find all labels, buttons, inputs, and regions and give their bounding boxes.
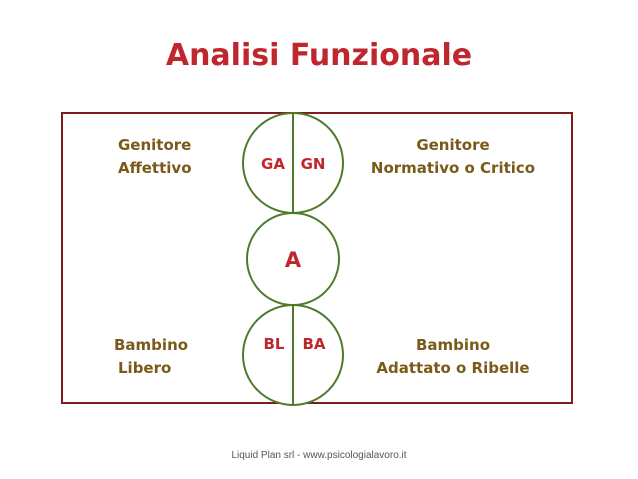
node-bl: BL [264, 335, 285, 353]
node-gn: GN [301, 155, 326, 173]
node-a: A [285, 248, 302, 272]
label-bambino-libero-line1: Bambino [114, 336, 189, 354]
page-title: Analisi Funzionale [165, 38, 473, 73]
circle-genitore: GA GN [242, 112, 344, 214]
diagram-frame [61, 112, 573, 404]
footer-credit: Liquid Plan srl - www.psicologialavoro.i… [231, 450, 407, 461]
node-ga: GA [261, 155, 285, 173]
label-bambino-adattato: Bambino Adattato o Ribelle [372, 334, 534, 380]
node-ba: BA [302, 335, 325, 353]
label-bambino-libero-line2: Libero [118, 359, 172, 377]
label-genitore-affettivo-line1: Genitore [118, 136, 192, 154]
label-bambino-libero: Bambino Libero [114, 334, 188, 380]
label-bambino-adattato-line1: Bambino [415, 336, 491, 354]
label-genitore-normativo-line2: Normativo o Critico [370, 159, 536, 177]
label-genitore-normativo: Genitore Normativo o Critico [370, 134, 536, 180]
circle-adulto: A [246, 212, 340, 306]
circle-bambino: BL BA [242, 304, 344, 406]
label-genitore-affettivo: Genitore Affettivo [118, 134, 192, 180]
label-genitore-affettivo-line2: Affettivo [118, 159, 192, 177]
label-bambino-adattato-line2: Adattato o Ribelle [376, 359, 530, 377]
label-genitore-normativo-line1: Genitore [416, 136, 490, 154]
